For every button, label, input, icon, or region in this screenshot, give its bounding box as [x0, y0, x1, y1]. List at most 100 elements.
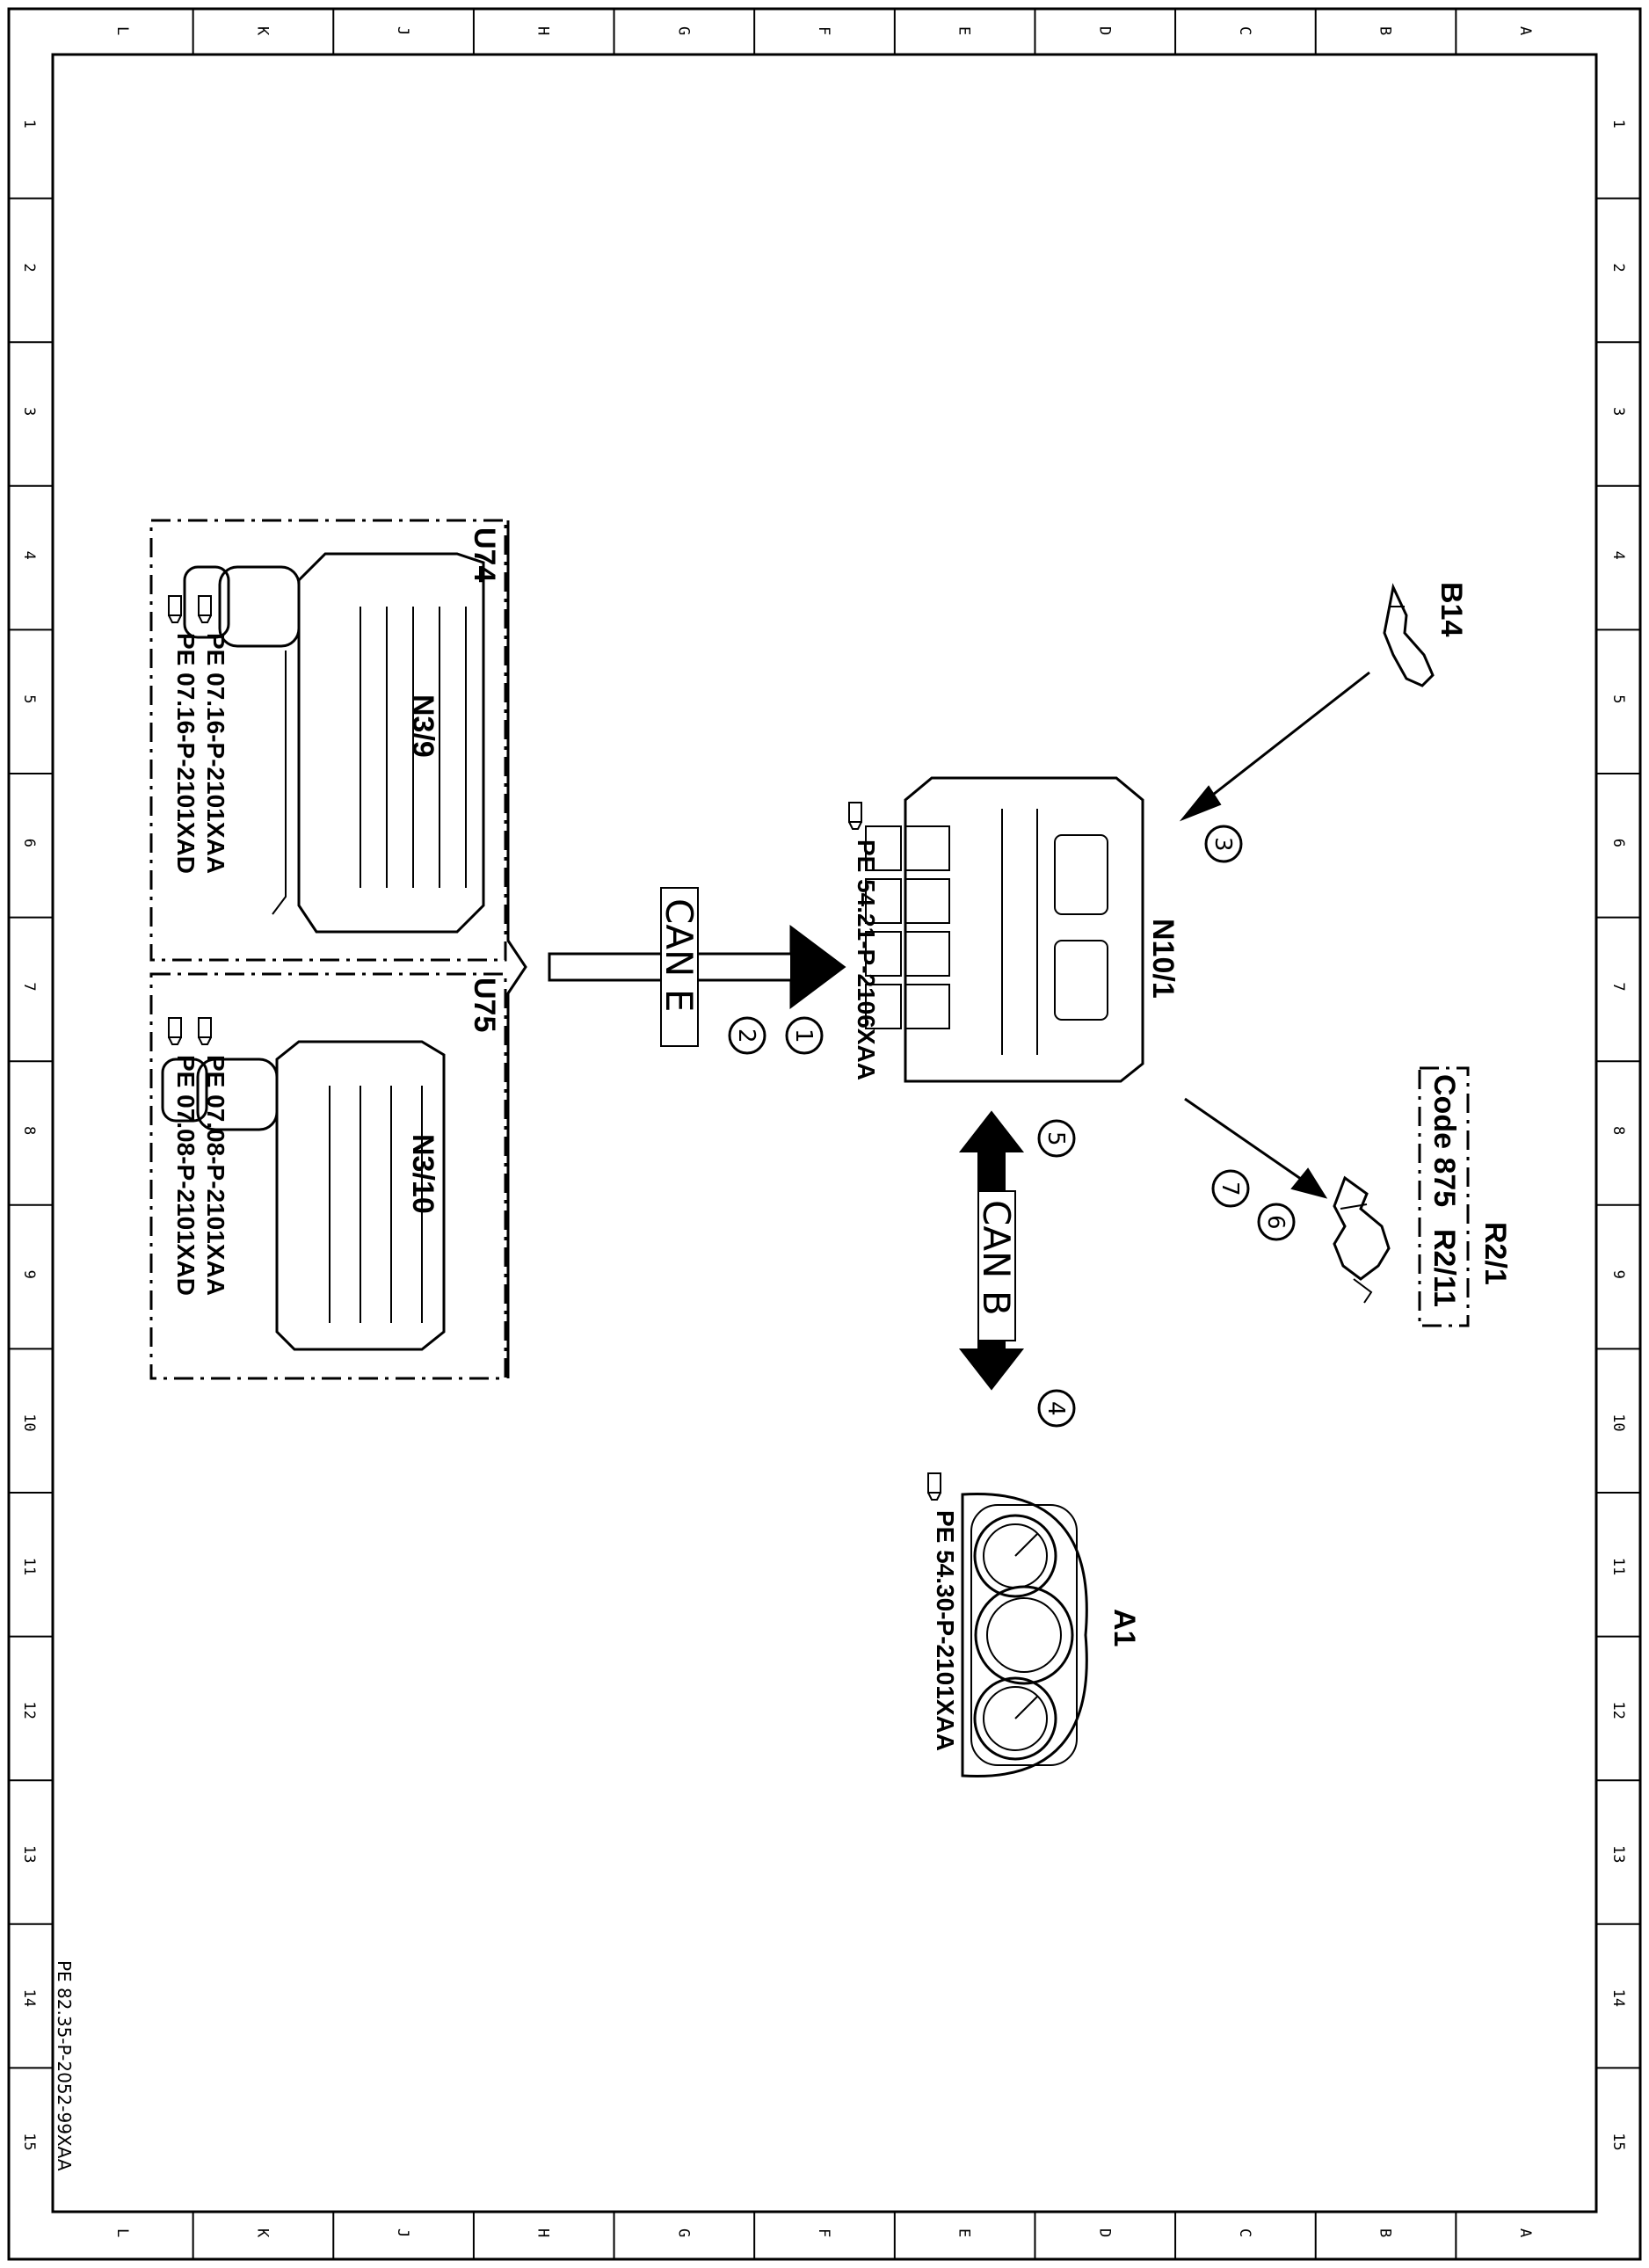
instrument-cluster-a1-drawing: [961, 1492, 1088, 1778]
signal-marker-6: [1257, 1203, 1296, 1241]
signal-marker-3: [1204, 825, 1243, 863]
signal-marker-5: [1037, 1119, 1076, 1158]
ref-u74-1: PE 07.16-P-2101XAA: [202, 633, 229, 874]
group-u75-box: [149, 972, 507, 1380]
grid-letter-top: J: [394, 26, 411, 35]
grid-letter-bottom: J: [394, 2228, 411, 2237]
group-u74-box: [149, 519, 507, 962]
grid-number-right: 8: [1609, 1126, 1627, 1135]
ref-a1: PE 54.30-P-2101XAA: [932, 1510, 959, 1751]
sensor-b14-drawing: [1383, 583, 1435, 687]
grid-letter-top: L: [113, 26, 131, 35]
grid-number-left: 1: [20, 120, 38, 128]
grid-number-left: 10: [20, 1414, 38, 1431]
grid-number-left: 15: [20, 2133, 38, 2150]
component-label-a1: A1: [1108, 1609, 1141, 1646]
grid-number-left: 14: [20, 1989, 38, 2007]
ref-u75-2: PE 07.08-P-2101XAD: [172, 1055, 200, 1296]
grid-letter-top: F: [815, 26, 832, 35]
grid-number-left: 8: [20, 1126, 38, 1135]
grid-number-left: 11: [20, 1558, 38, 1575]
grid-number-left: 9: [20, 1270, 38, 1279]
grid-letter-bottom: F: [815, 2228, 832, 2237]
pointing-hand-icon: [168, 1017, 182, 1045]
signal-label-1: 1: [790, 1029, 817, 1043]
signal-marker-2: [728, 1016, 766, 1055]
signal-label-7: 7: [1217, 1181, 1243, 1196]
sensor-r2-1-drawing: [1333, 1175, 1391, 1304]
can-e-label-box: [660, 887, 699, 1047]
signal-label-4: 4: [1042, 1401, 1069, 1416]
grid-letter-bottom: E: [955, 2228, 973, 2237]
grid-number-right: 3: [1609, 407, 1627, 416]
grid-letter-top: E: [955, 26, 973, 35]
grid-letter-bottom: A: [1516, 2228, 1534, 2237]
ecu-n3-10-drawing: [161, 1040, 446, 1351]
signal-label-3: 3: [1210, 837, 1236, 852]
grid-letter-top: A: [1516, 26, 1534, 35]
signal-marker-1: [785, 1016, 824, 1055]
grid-number-right: 10: [1609, 1414, 1627, 1431]
grid-letter-bottom: L: [113, 2228, 131, 2237]
signal-label-6: 6: [1262, 1215, 1289, 1230]
grid-number-left: 6: [20, 839, 38, 847]
grid-letter-bottom: B: [1377, 2228, 1394, 2237]
pointing-hand-icon: [198, 595, 212, 623]
pointing-hand-icon: [198, 1017, 212, 1045]
signal-label-2: 2: [733, 1029, 759, 1043]
inner-frame: [51, 53, 1598, 2213]
grid-number-right: 15: [1609, 2133, 1627, 2150]
grid-letter-top: H: [534, 26, 552, 35]
can-b-label-box: [977, 1190, 1016, 1341]
r2-signal-line: [1184, 1097, 1311, 1187]
sam-n10-1-drawing: [865, 776, 1144, 1083]
grid-letter-top: B: [1377, 26, 1394, 35]
grid-number-right: 2: [1609, 263, 1627, 272]
grid-number-right: 13: [1609, 1845, 1627, 1863]
ref-u74-2: PE 07.16-P-2101XAD: [172, 633, 200, 874]
engine-control-group: U74 U75 N3/9 PE 07.16-P-2101XAA PE 07.16…: [149, 519, 527, 1380]
component-label-r2-11: R2/11: [1427, 1229, 1461, 1307]
signal-marker-7: [1211, 1169, 1250, 1208]
grid-number-right: 4: [1609, 551, 1627, 560]
grid-letter-top: G: [674, 26, 692, 35]
group-label-u75: U75: [468, 978, 501, 1032]
grid-number-left: 2: [20, 263, 38, 272]
grid-letter-bottom: C: [1236, 2228, 1253, 2237]
grid-number-left: 7: [20, 982, 38, 991]
grid-number-right: 7: [1609, 982, 1627, 991]
grid-number-left: 13: [20, 1845, 38, 1863]
grid-number-right: 1: [1609, 120, 1627, 128]
grid-letter-top: D: [1095, 26, 1113, 35]
pointing-hand-icon: [927, 1472, 941, 1501]
pointing-hand-icon: [168, 595, 182, 623]
grid-letter-top: C: [1236, 26, 1253, 35]
grid-number-right: 9: [1609, 1270, 1627, 1279]
signal-label-5: 5: [1042, 1131, 1069, 1146]
ecu-n3-9-drawing: [183, 552, 485, 934]
grid-number-left: 12: [20, 1701, 38, 1719]
frame-grid: [9, 9, 1640, 2259]
component-label-n3-9: N3/9: [406, 694, 439, 758]
grid-number-right: 12: [1609, 1701, 1627, 1719]
component-label-n3-10: N3/10: [406, 1134, 439, 1214]
grid-number-right: 5: [1609, 694, 1627, 703]
grid-number-right: 14: [1609, 1989, 1627, 2007]
grid-number-right: 6: [1609, 839, 1627, 847]
grid-number-left: 3: [20, 407, 38, 416]
grid-number-left: 4: [20, 551, 38, 560]
component-label-b14: B14: [1435, 582, 1468, 636]
grid-letter-bottom: G: [674, 2228, 692, 2237]
can-e-connection: CAN E 1 2: [548, 887, 846, 1055]
signal-marker-4: [1037, 1389, 1076, 1428]
outer-frame: [7, 7, 1642, 2261]
can-b-connection: CAN B 5 4: [958, 1110, 1076, 1428]
document-reference: PE 82.35-P-2052-99XAA: [54, 1960, 75, 2171]
code-label: Code 875: [1427, 1074, 1461, 1207]
ref-n10-1: PE 54.21-P-2106XAA: [853, 840, 880, 1080]
pointing-hand-icon: [848, 802, 862, 830]
ref-u75-1: PE 07.08-P-2101XAA: [202, 1055, 229, 1296]
can-b-label: CAN B: [975, 1200, 1018, 1316]
component-label-n10-1: N10/1: [1146, 919, 1180, 999]
